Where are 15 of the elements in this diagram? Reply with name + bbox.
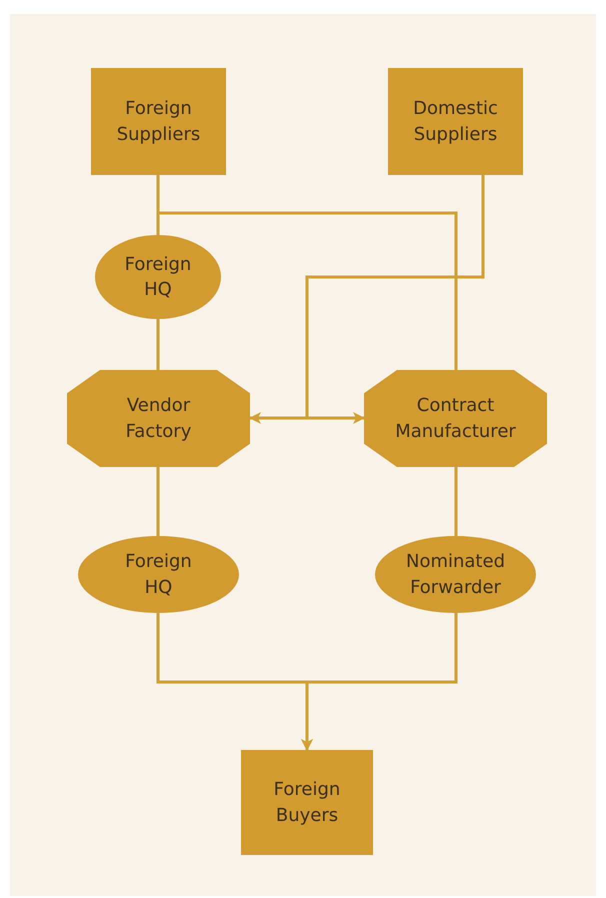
connector-line <box>156 319 160 370</box>
connector-line <box>156 467 160 536</box>
process-box <box>388 68 523 175</box>
connector-line <box>454 467 458 536</box>
process-box <box>241 750 373 855</box>
node-label: Foreign HQ <box>124 252 192 302</box>
node-label: Foreign HQ <box>124 550 193 600</box>
arrow <box>301 613 458 751</box>
node-label: Nominated Forwarder <box>404 550 506 600</box>
process-box <box>91 68 226 175</box>
node-label: Contract Manufacturer <box>394 394 517 444</box>
node-label: Foreign Suppliers <box>116 97 202 146</box>
node-label: Vendor Factory <box>124 394 192 444</box>
node-label: Domestic Suppliers <box>412 97 499 146</box>
node-label: Foreign Buyers <box>272 778 342 828</box>
